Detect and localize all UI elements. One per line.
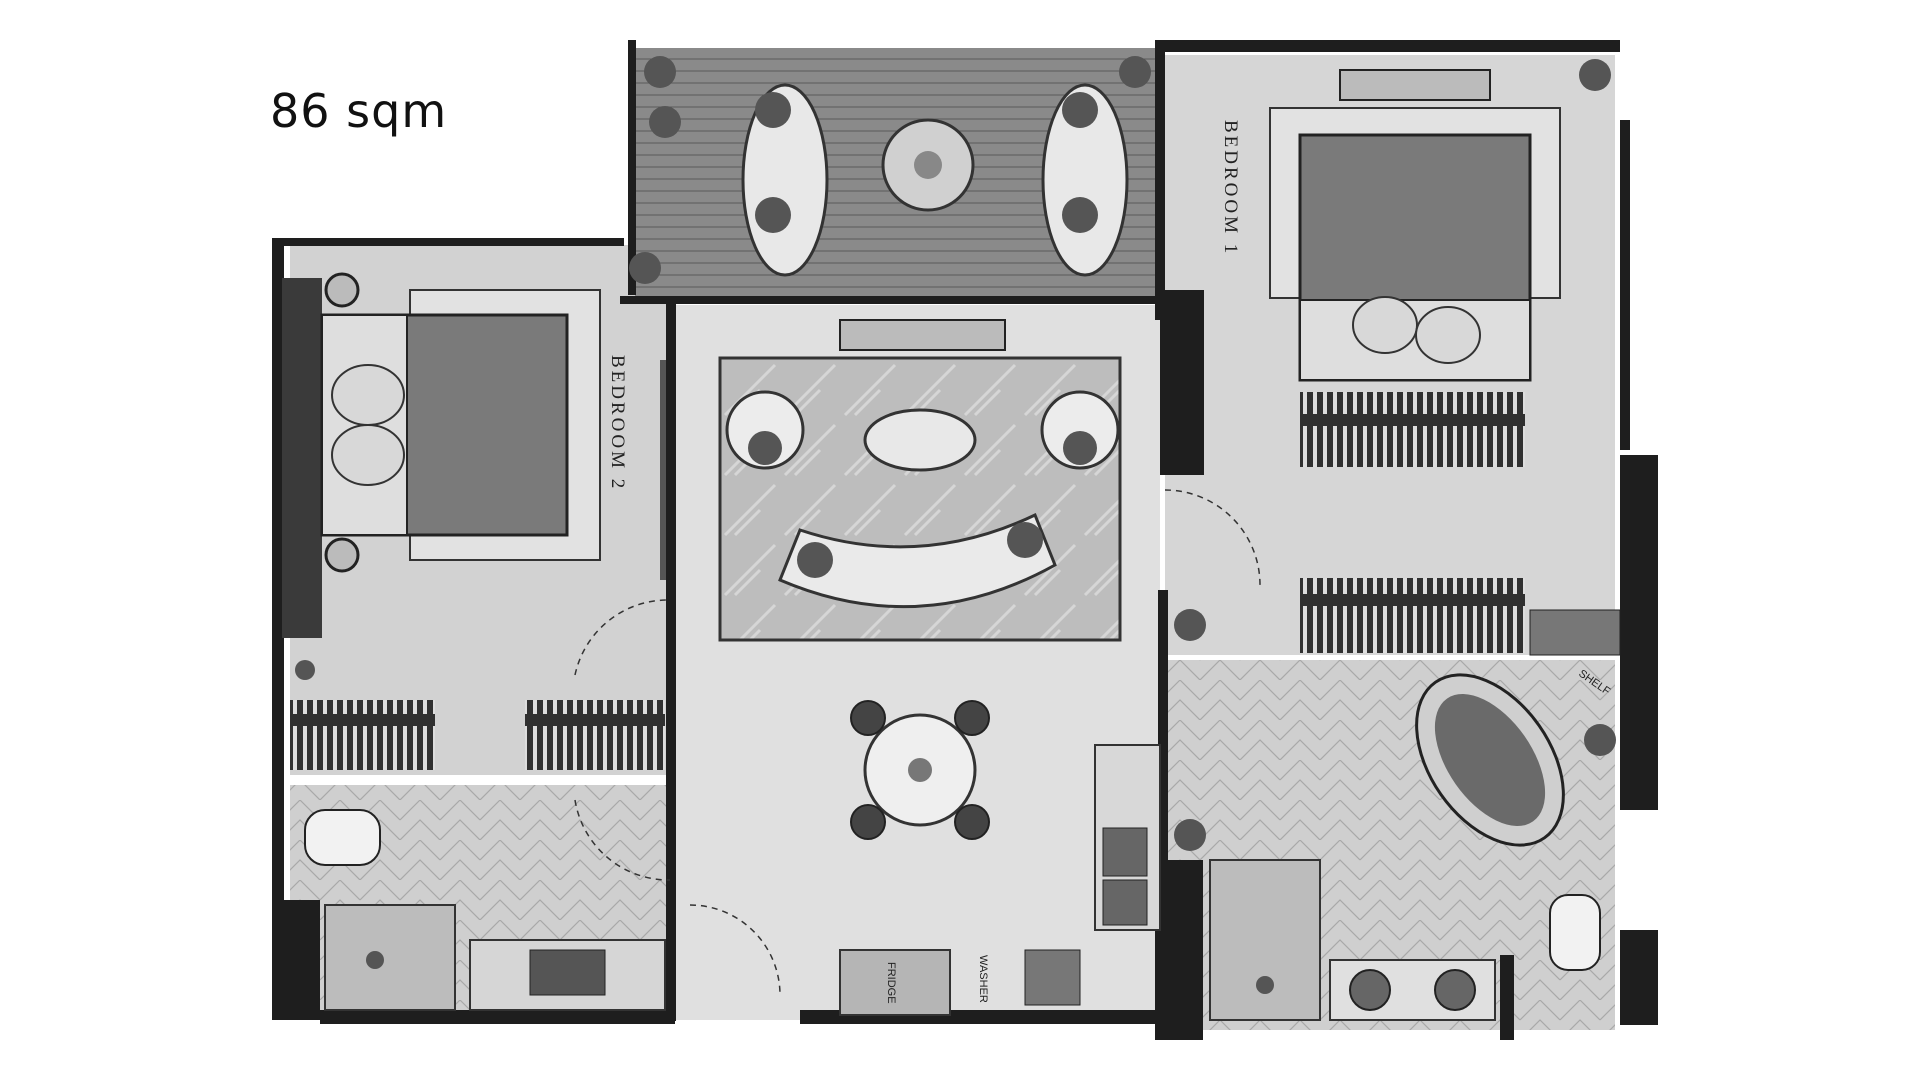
area-label: 86 sqm [270, 84, 448, 138]
living-furniture [718, 319, 1161, 1016]
door-swings [574, 489, 1261, 996]
washer-label: WASHER [977, 955, 989, 1003]
balcony-furniture [741, 83, 1129, 277]
bedroom1-label: BEDROOM 1 [1220, 120, 1241, 256]
bedroom2-label: BEDROOM 2 [607, 355, 628, 491]
bathroom2-fixtures [304, 809, 666, 1011]
bedroom1-furniture [1269, 69, 1621, 656]
bathroom1-fixtures [1209, 673, 1601, 1021]
fridge-label: FRIDGE [885, 962, 897, 1004]
plant-icons [295, 56, 1616, 851]
bedroom2-furniture [290, 272, 666, 770]
